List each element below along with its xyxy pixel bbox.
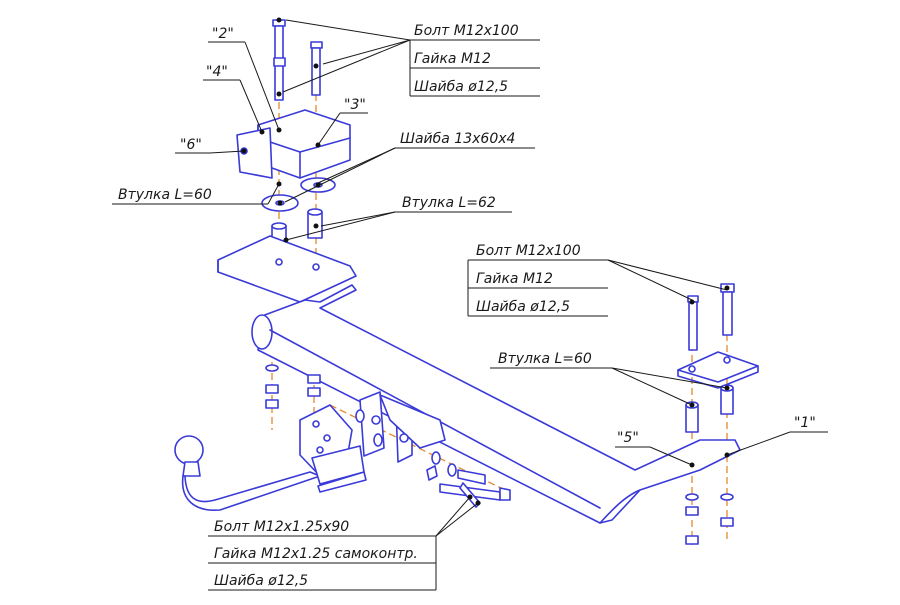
middle-right-table: Болт М12х100 Гайка М12 Шайба ø12,5 [476, 243, 581, 315]
bolt-top-left-2 [310, 41, 323, 96]
part-label-1: "1" [794, 415, 816, 431]
part-label-2: "2" [212, 26, 234, 42]
nut-stack-left-1 [265, 364, 279, 409]
leaders-washer-13x60x4 [277, 147, 535, 206]
mounting-plate-left [217, 235, 357, 313]
table-row-washer: Шайба ø12,5 [214, 573, 308, 589]
table-row-nut: Гайка М12х1.25 самоконтр. [214, 546, 418, 562]
bottom-table: Болт М12х1.25х90 Гайка М12х1.25 самоконт… [214, 519, 418, 589]
table-row-nut: Гайка М12 [414, 51, 491, 67]
part-label-6: "6" [180, 137, 202, 153]
callout-labels: Шайба 13х60х4 Втулка L=62 Втулка L=60 Вт… [118, 131, 592, 367]
nut-stack-right [685, 493, 734, 545]
callout-sleeve-60-right: Втулка L=60 [498, 351, 592, 367]
callout-washer-13x60x4: Шайба 13х60х4 [400, 131, 515, 147]
part-number-labels: "2" "4" "3" "6" "5" "1" [180, 26, 816, 446]
mounting-plates-center [311, 391, 446, 493]
table-row-bolt: Болт М12х1.25х90 [214, 519, 349, 535]
center-nuts [355, 409, 457, 481]
nut-stack-left-2 [307, 374, 321, 397]
callout-sleeve-60-left: Втулка L=60 [118, 187, 212, 203]
towbar-neck [181, 471, 321, 511]
top-right-table: Болт М12х100 Гайка М12 Шайба ø12,5 [414, 23, 519, 95]
table-row-nut: Гайка М12 [476, 271, 553, 287]
part-label-4: "4" [206, 64, 228, 80]
leaders-middle-right-table [467, 259, 730, 317]
leaders-top-right-table [276, 17, 540, 97]
table-row-bolt: Болт М12х100 [476, 243, 581, 259]
leaders-part-labels-right [615, 431, 828, 468]
leaders-part-labels-left [175, 41, 368, 154]
tow-ball [174, 435, 204, 477]
plate-right-upper [677, 351, 759, 389]
part-label-5: "5" [617, 430, 639, 446]
leaders-sleeve-60-right [490, 367, 730, 408]
bolt-right-2 [720, 283, 735, 336]
callout-sleeve-62: Втулка L=62 [402, 195, 496, 211]
leaders-sleeve-60-left [112, 181, 282, 205]
leaders-sleeve-62 [283, 211, 512, 243]
bracket-part-3 [257, 109, 351, 179]
part-label-3: "3" [344, 97, 366, 113]
table-row-washer: Шайба ø12,5 [476, 299, 570, 315]
bracket-part-6 [236, 127, 273, 179]
leaders-bottom-table [208, 494, 481, 591]
nut-top-left [273, 57, 286, 67]
table-row-bolt: Болт М12х100 [414, 23, 519, 39]
table-row-washer: Шайба ø12,5 [414, 79, 508, 95]
